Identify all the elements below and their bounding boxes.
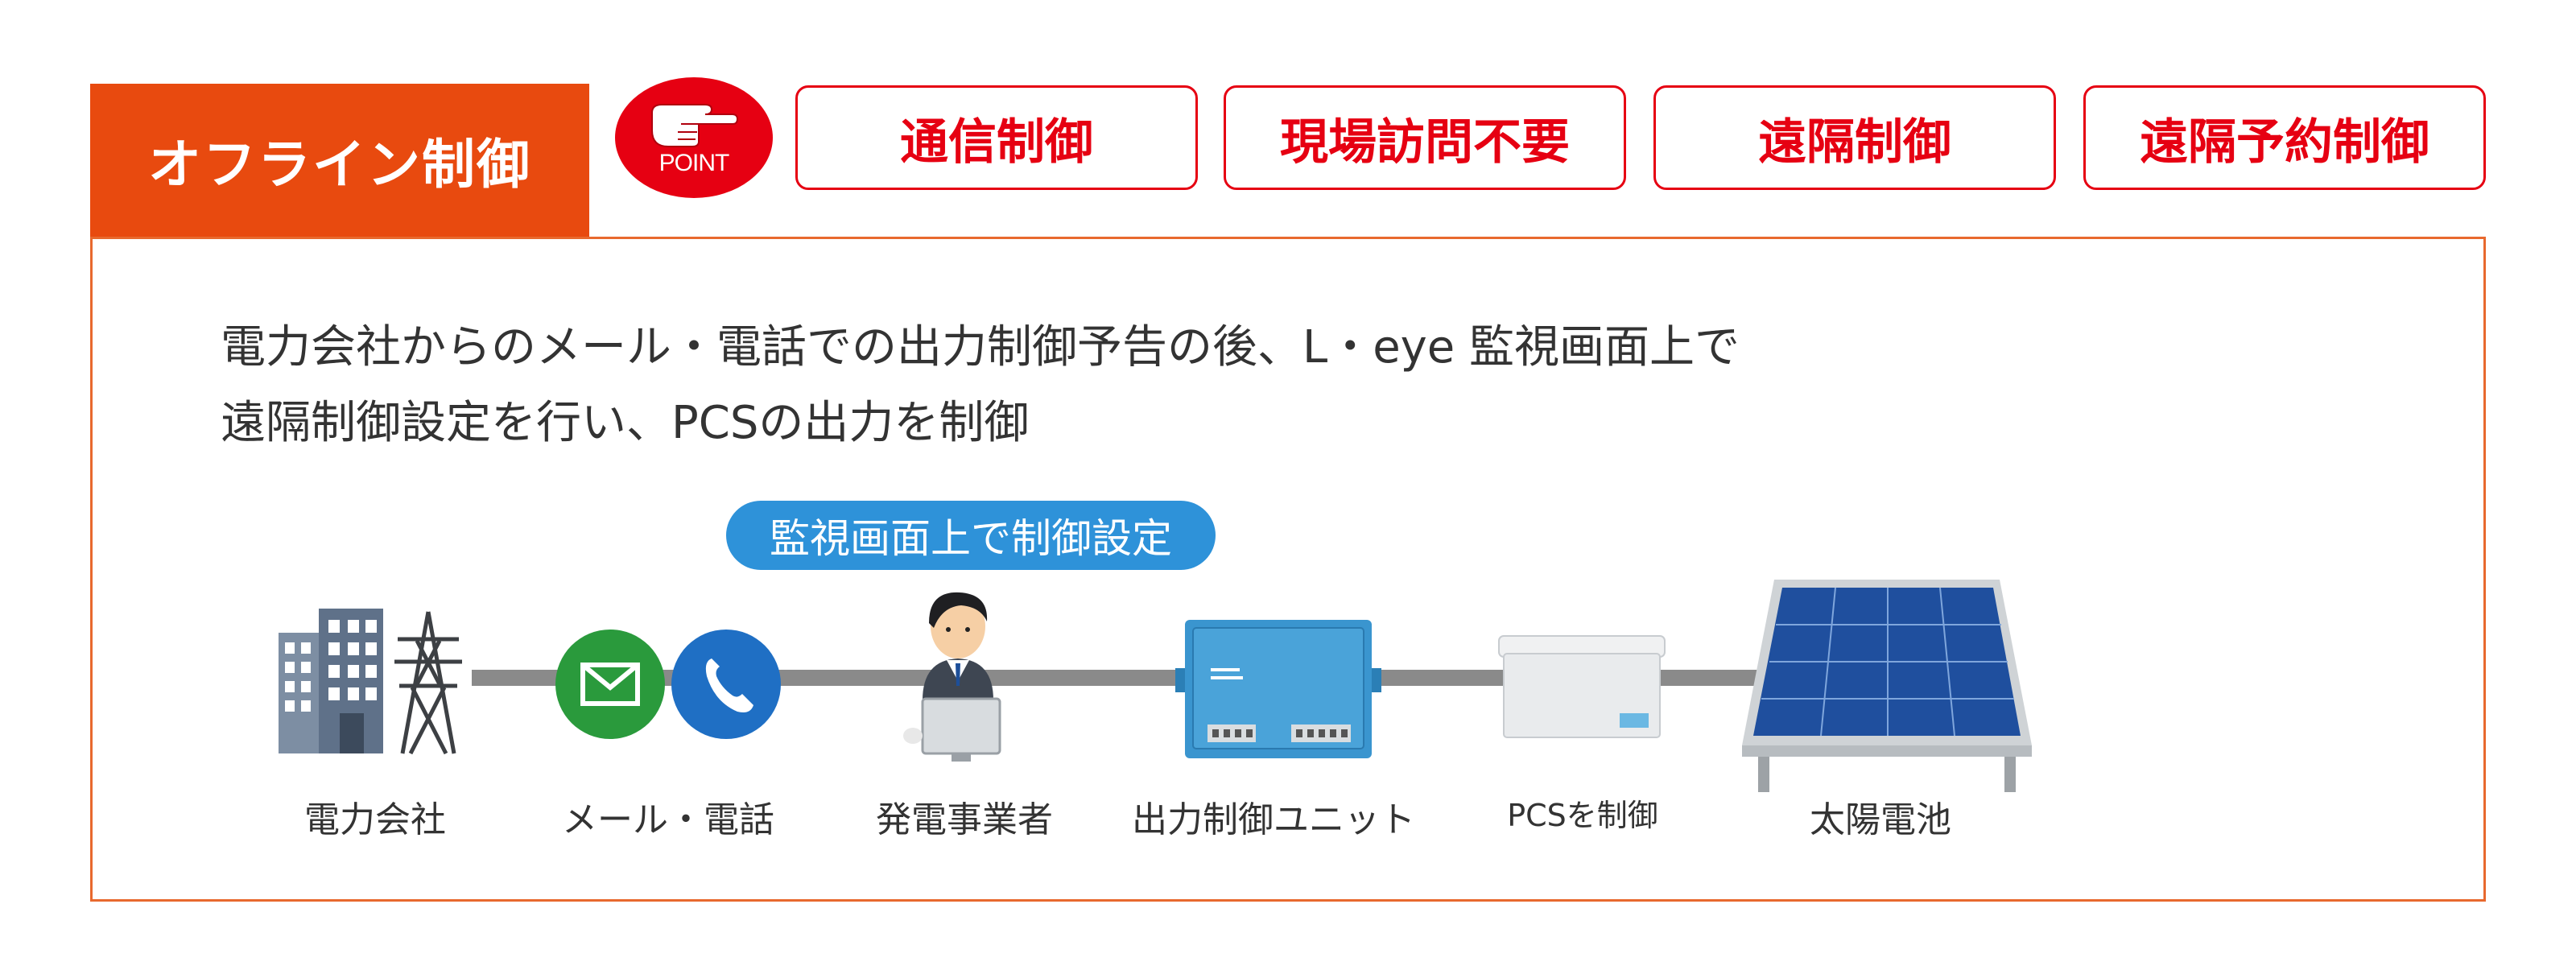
caption-operator: 発電事業者	[876, 799, 1053, 840]
control-unit-device-icon	[1175, 620, 1381, 758]
description-line-1: 電力会社からのメール・電話での出力制御予告の後、L・eye 監視画面上で	[221, 321, 1740, 374]
caption-control-unit: 出力制御ユニット	[1132, 799, 1415, 840]
phone-icon	[671, 630, 781, 739]
point-badge: POINT	[615, 77, 773, 198]
tag-no-site-visit: 現場訪問不要	[1224, 85, 1626, 190]
mail-icon	[555, 630, 665, 739]
description-line-2: 遠隔制御設定を行い、PCSの出力を制御	[221, 397, 1030, 449]
description: 電力会社からのメール・電話での出力制御予告の後、L・eye 監視画面上で 遠隔制…	[221, 310, 1740, 461]
transmission-tower-icon	[394, 611, 462, 755]
section-title: オフライン制御	[90, 84, 589, 237]
pcs-inverter-icon	[1498, 635, 1666, 738]
point-label: POINT	[658, 150, 730, 176]
tag-remote-control: 遠隔制御	[1653, 85, 2056, 190]
connection-line	[472, 670, 1840, 686]
operator-person-icon	[903, 592, 1001, 762]
building-icon	[279, 609, 383, 753]
caption-solar-panel: 太陽電池	[1810, 799, 1951, 840]
monitor-setting-pill: 監視画面上で制御設定	[726, 501, 1216, 570]
caption-mail-phone: メール・電話	[562, 799, 774, 840]
pointing-hand-icon	[651, 104, 739, 147]
tag-remote-scheduled-control: 遠隔予約制御	[2083, 85, 2486, 190]
caption-pcs: PCSを制御	[1507, 798, 1658, 833]
caption-power-company: 電力会社	[304, 799, 446, 840]
tag-communication-control: 通信制御	[795, 85, 1198, 190]
content-frame	[90, 237, 2486, 902]
solar-panel-icon	[1742, 580, 2032, 792]
